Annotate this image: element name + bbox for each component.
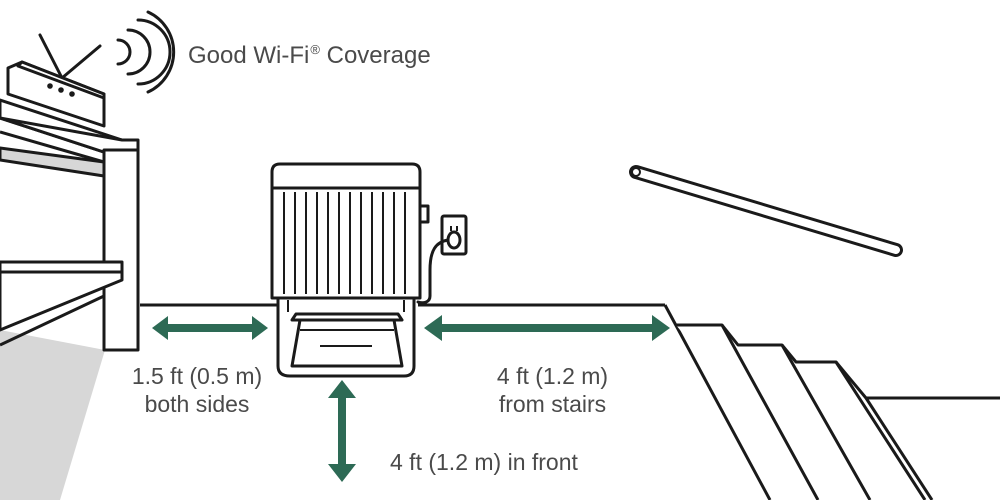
stairs-clearance-distance: 4 ft (1.2 m) (496, 363, 609, 389)
clean-base-dock (270, 162, 430, 378)
wifi-text: Good Wi-Fi (188, 42, 310, 69)
side-clearance-note: both sides (144, 391, 250, 417)
left-clearance-arrow (152, 316, 268, 340)
stairs-clearance-note: from stairs (498, 391, 607, 417)
wifi-coverage-label: Good Wi-Fi® Coverage (188, 36, 431, 70)
coverage-text: Coverage (319, 42, 431, 69)
staircase (663, 304, 1000, 500)
power-cord (416, 238, 450, 305)
side-clearance-distance: 1.5 ft (0.5 m) (131, 363, 263, 389)
stairs-clearance-arrow (424, 315, 670, 341)
front-clearance-label: 4 ft (1.2 m) in front (390, 449, 578, 475)
power-outlet-icon (440, 214, 468, 256)
front-clearance-arrow (328, 380, 356, 482)
stair-handrail (629, 165, 903, 257)
registered-mark: ® (310, 42, 320, 57)
stairs-clearance-label: 4 ft (1.2 m) from stairs (470, 362, 635, 418)
side-table (0, 98, 140, 500)
side-clearance-label: 1.5 ft (0.5 m) both sides (112, 362, 282, 418)
router-icon (6, 33, 106, 128)
wifi-signal-icon (116, 10, 176, 94)
